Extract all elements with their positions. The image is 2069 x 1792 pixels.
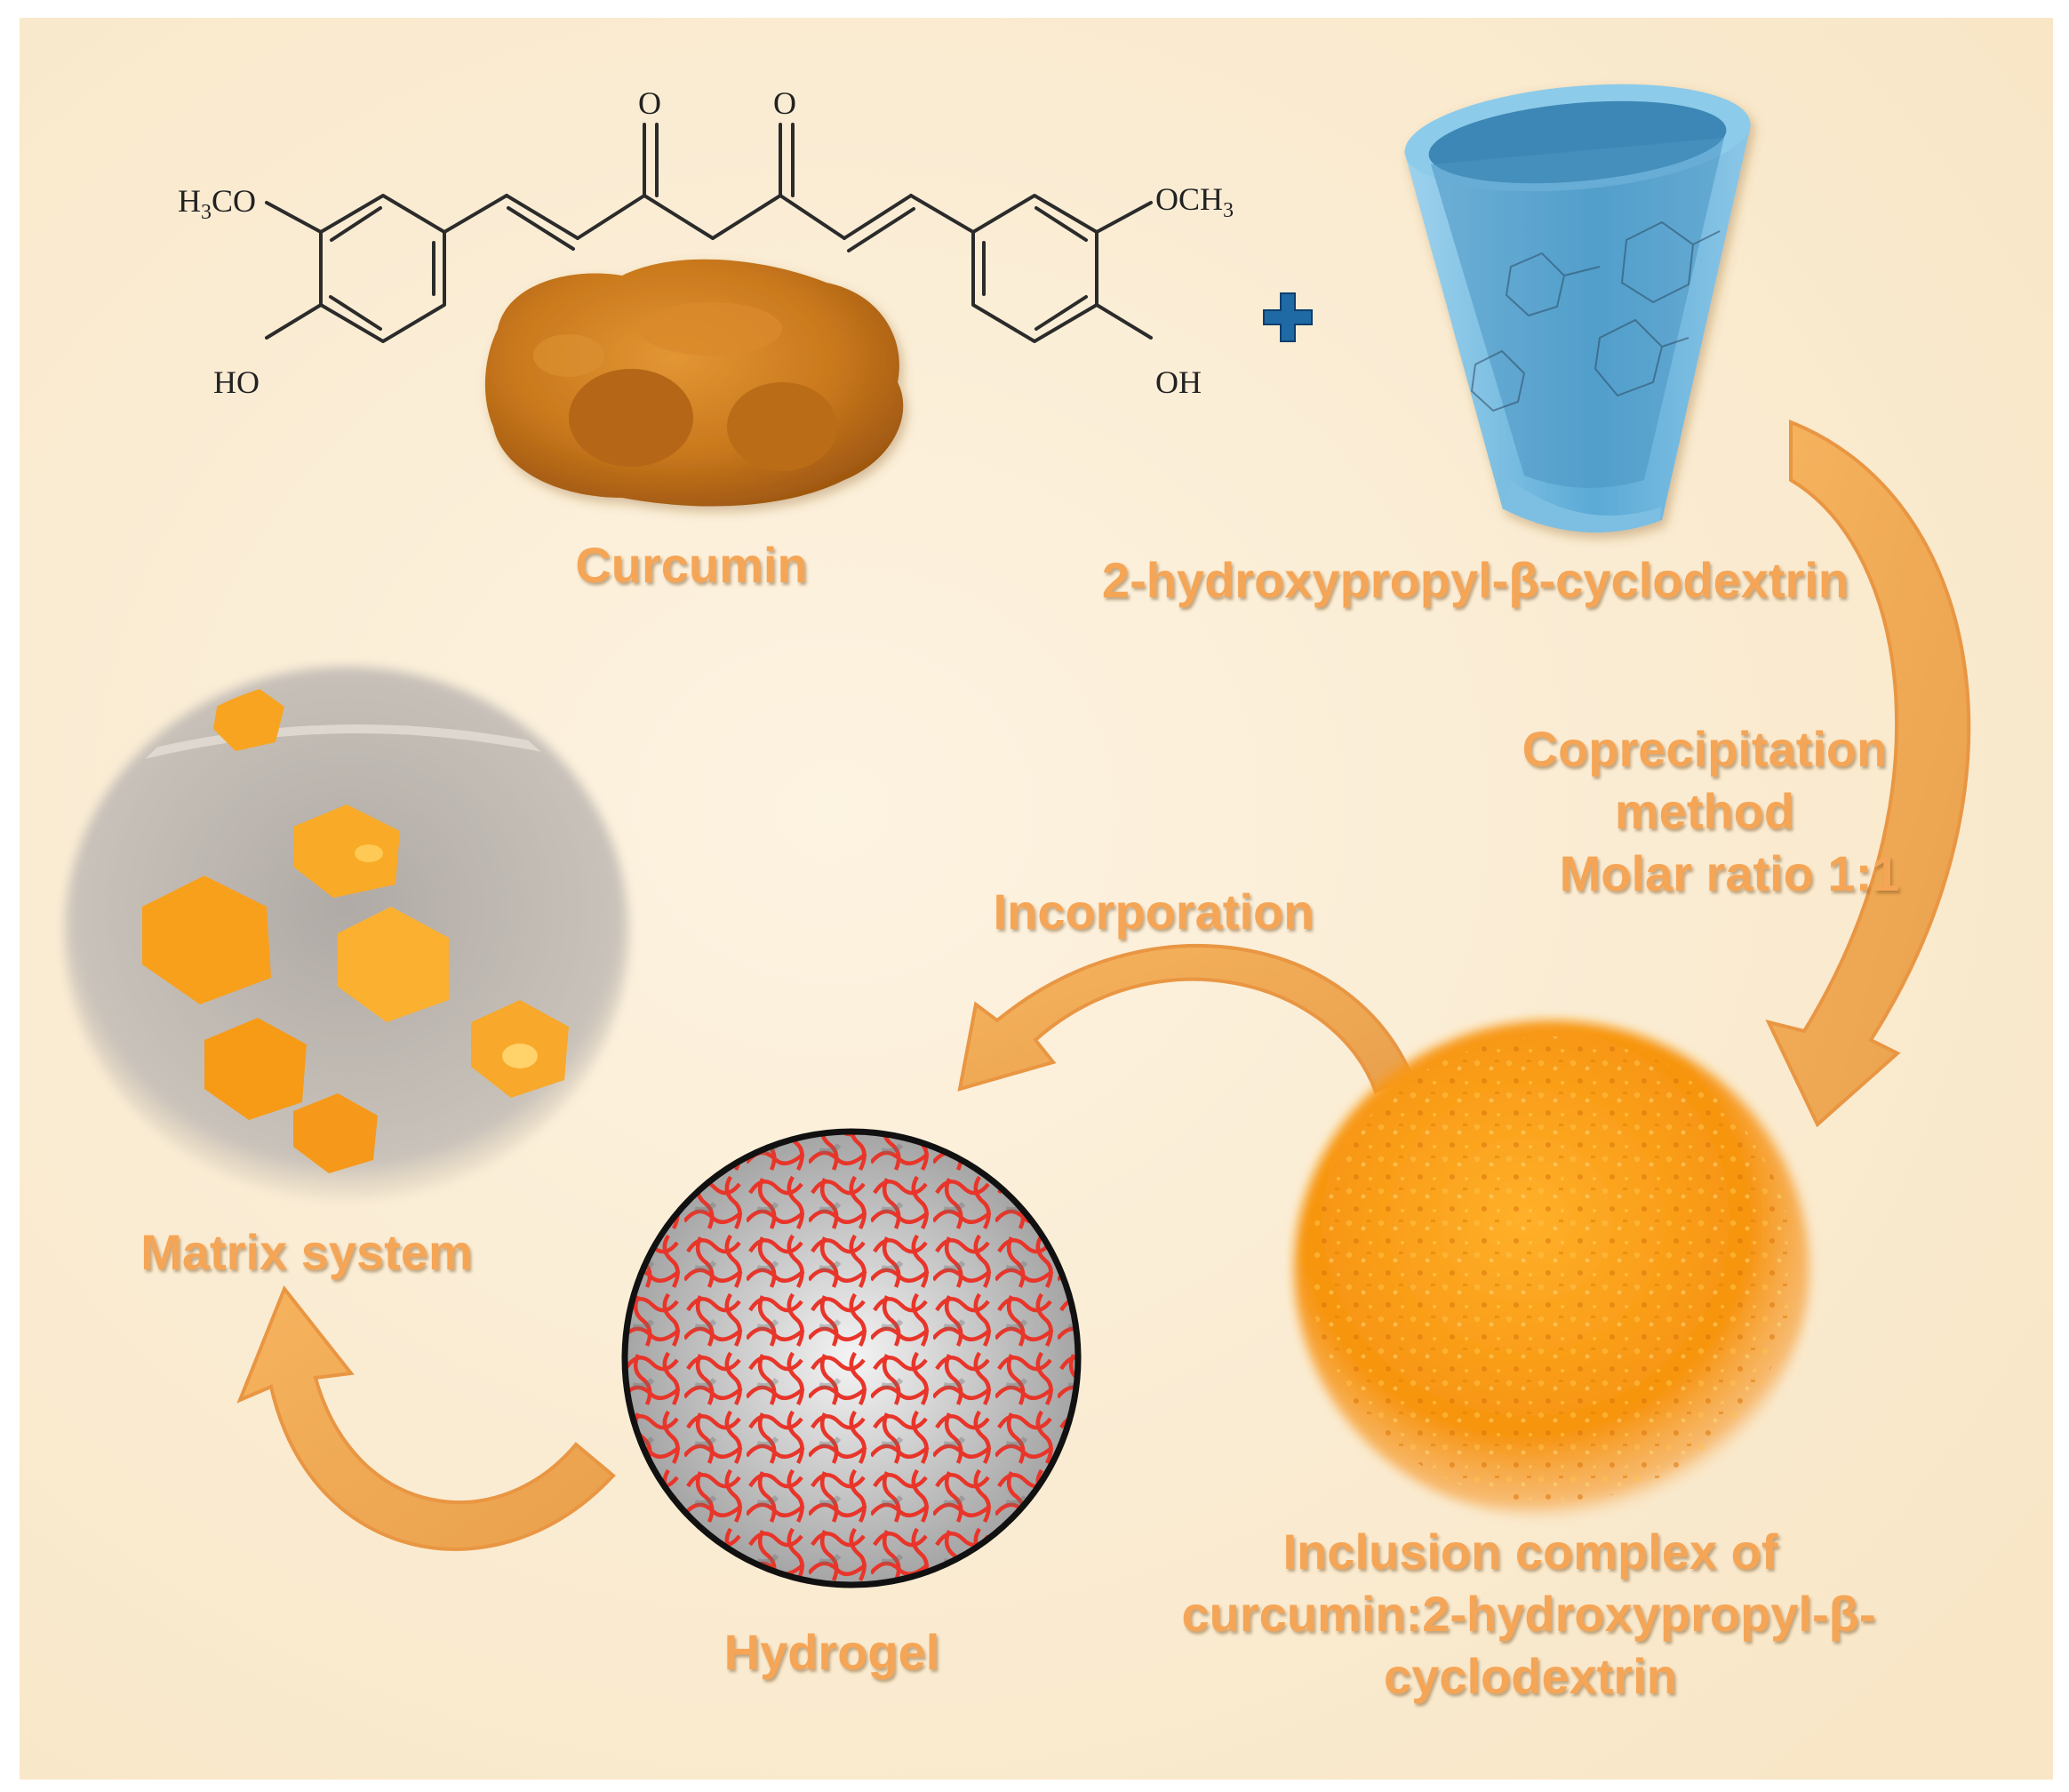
carbonyl-o-right: O [773, 85, 796, 121]
plus-icon [1263, 292, 1313, 342]
hydrogel-label: Hydrogel [724, 1624, 940, 1680]
carbonyl-o-left: O [638, 85, 661, 121]
complex-powder-image [1294, 1020, 1809, 1518]
methoxy-right: OCH3 [1155, 181, 1234, 222]
hydroxyl-right: OH [1155, 364, 1202, 400]
arrow-to-matrix [236, 1285, 616, 1551]
hydroxyl-left: HO [213, 364, 260, 400]
incorporation-label: Incorporation [994, 884, 1314, 940]
inclusion-complex-line-1: Inclusion complex of [1283, 1524, 1778, 1580]
curcumin-powder-image [484, 259, 904, 507]
arrow-incorporation [957, 944, 1414, 1094]
hydrogel-mesh-image [621, 1128, 1082, 1588]
coprecipitation-line-2: method [1615, 783, 1794, 839]
curcumin-structure [265, 123, 1153, 343]
matrix-system-photo [64, 667, 629, 1200]
curcumin-label: Curcumin [575, 537, 807, 593]
inclusion-complex-line-3: cyclodextrin [1384, 1648, 1677, 1704]
methoxy-left: H3CO [178, 183, 256, 224]
coprecipitation-line-1: Coprecipitation [1522, 721, 1888, 777]
cyclodextrin-cone-image [1404, 84, 1751, 533]
arrow-coprecipitation [1765, 420, 1971, 1128]
coprecipitation-label: Coprecipitation method Molar ratio 1:1 [1522, 721, 1900, 901]
matrix-system-label: Matrix system [140, 1224, 473, 1280]
cyclodextrin-label: 2-hydroxypropyl-β-cyclodextrin [1102, 552, 1849, 608]
coprecipitation-line-3: Molar ratio 1:1 [1560, 845, 1900, 901]
inclusion-complex-label: Inclusion complex of curcumin:2-hydroxyp… [1182, 1524, 1876, 1704]
inclusion-complex-line-2: curcumin:2-hydroxypropyl-β- [1182, 1586, 1876, 1642]
